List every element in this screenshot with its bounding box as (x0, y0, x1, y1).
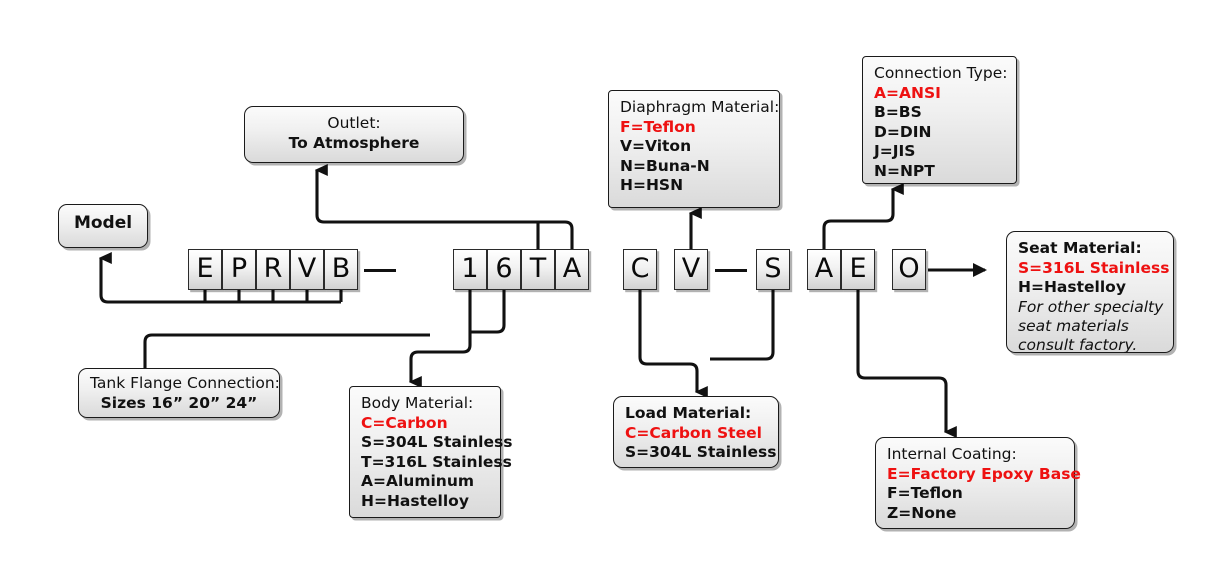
callout-seat-material: Seat Material: S=316L Stainless H=Hastel… (1006, 231, 1174, 354)
model-code-cell: A (555, 249, 589, 290)
model-code-cell: A (807, 249, 841, 290)
model-code-cell: E (841, 249, 875, 290)
code-separator-dash (364, 269, 396, 272)
callout-connection-type: Connection Type: A=ANSI B=BS D=DIN J=JIS… (862, 56, 1017, 184)
callout-model: Model (58, 204, 148, 248)
model-code-cell: E (188, 249, 222, 290)
model-code-cell: R (256, 249, 290, 290)
model-code-cell: V (290, 249, 324, 290)
callout-internal-coating: Internal Coating: E=Factory Epoxy Base F… (875, 437, 1081, 529)
model-code-cell: P (222, 249, 256, 290)
model-code-cell: O (892, 249, 926, 290)
model-code-cell: 1 (453, 249, 487, 290)
callout-tank-flange-connection: Tank Flange Connection: Sizes 16” 20” 24… (78, 368, 280, 418)
model-code-cell: S (756, 249, 790, 290)
callout-body-material: Body Material: C=Carbon S=304L Stainless… (349, 386, 512, 518)
model-code-cell: T (521, 249, 555, 290)
callout-outlet: Outlet: To Atmosphere (244, 106, 464, 163)
code-separator-dash (715, 269, 747, 272)
callout-load-material: Load Material: C=Carbon Steel S=304L Sta… (613, 396, 779, 468)
callout-diaphragm-material: Diaphragm Material: F=Teflon V=Viton N=B… (608, 90, 780, 208)
model-code-cell: 6 (487, 249, 521, 290)
model-code-cell: C (623, 249, 657, 290)
model-code-cell: B (324, 249, 358, 290)
model-code-cell: V (674, 249, 708, 290)
